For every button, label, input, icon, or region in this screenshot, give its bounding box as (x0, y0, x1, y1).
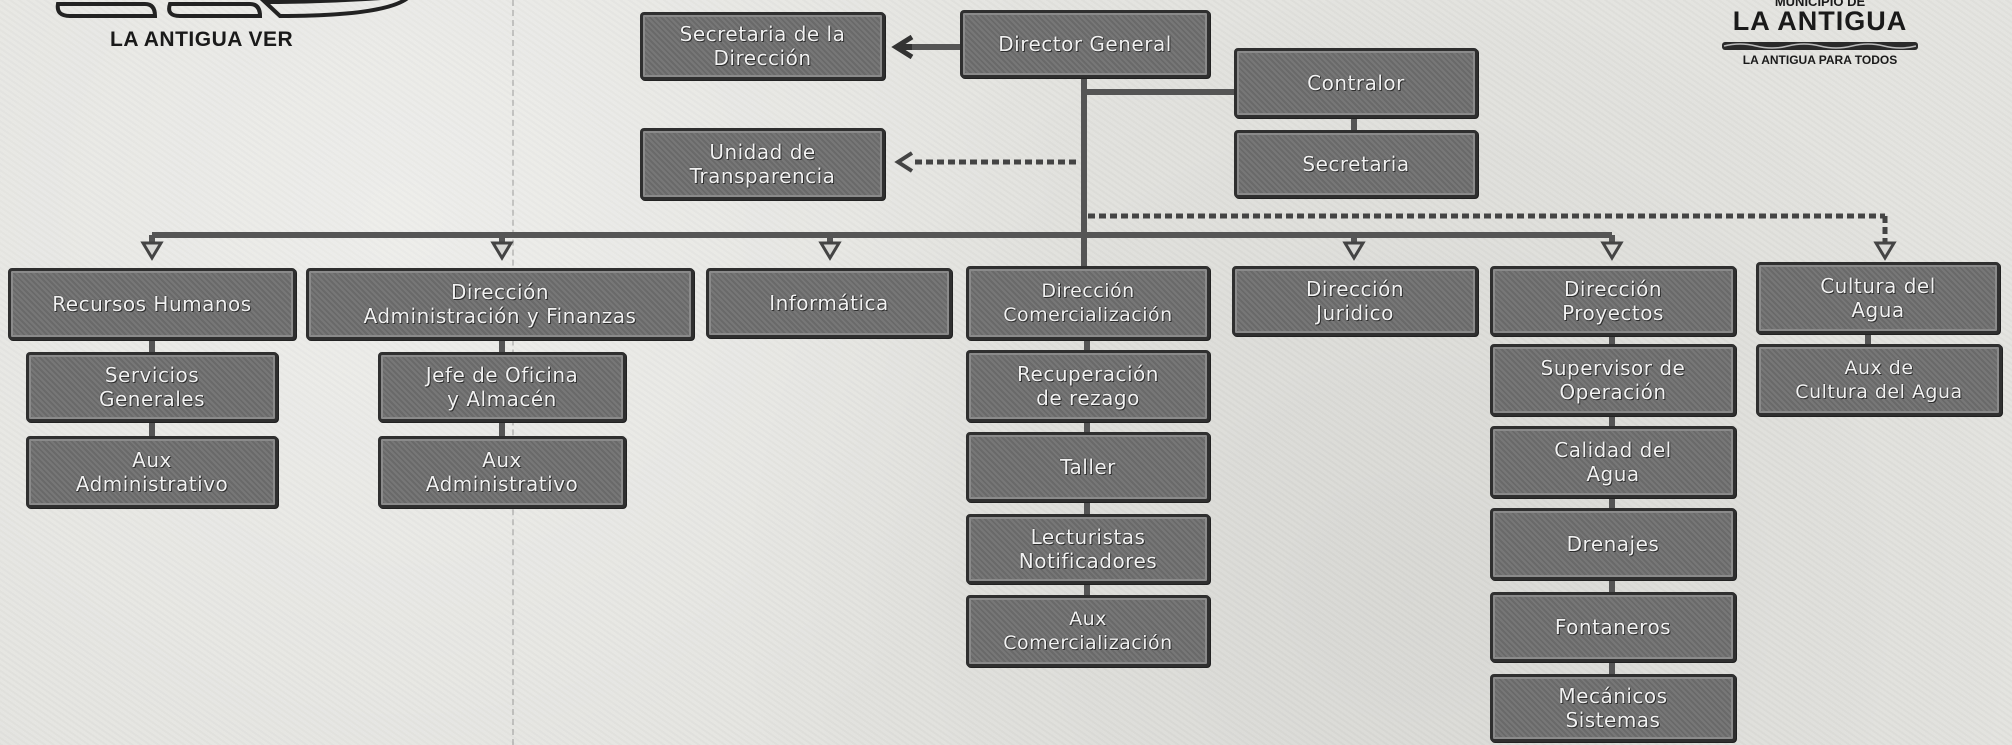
logo-left: LA ANTIGUA VER (40, 0, 420, 60)
box-direccion-proyectos: Dirección Proyectos (1490, 266, 1736, 336)
box-recuperacion-rezago: Recuperación de rezago (966, 350, 1210, 422)
box-jefe-oficina: Jefe de Oficina y Almacén (378, 352, 626, 422)
box-contralor: Contralor (1234, 48, 1478, 118)
box-aux-comercializacion: Aux Comercialización (966, 595, 1210, 667)
box-direccion-comercializacion: Dirección Comercialización (966, 266, 1210, 340)
logo-right-wave-icon (1722, 42, 1918, 50)
box-informatica: Informática (706, 268, 952, 338)
box-drenajes: Drenajes (1490, 508, 1736, 580)
box-lecturistas-notificadores: Lecturistas Notificadores (966, 514, 1210, 584)
box-recursos-humanos: Recursos Humanos (8, 268, 296, 340)
logo-left-emblem (55, 0, 409, 19)
logo-right: MUNICIPIO DE LA ANTIGUA LA ANTIGUA PARA … (1700, 0, 1940, 80)
logo-right-municipio: MUNICIPIO DE (1774, 0, 1866, 9)
logo-right-name: LA ANTIGUA (1732, 6, 1908, 36)
box-secretaria-direccion: Secretaria de la Dirección (640, 12, 885, 80)
box-taller: Taller (966, 432, 1210, 502)
box-supervisor-operacion: Supervisor de Operación (1490, 344, 1736, 416)
box-calidad-agua: Calidad del Agua (1490, 426, 1736, 498)
box-unidad-transparencia: Unidad de Transparencia (640, 128, 885, 200)
box-direccion-juridico: Dirección Juridico (1232, 266, 1478, 336)
logo-right-slogan: LA ANTIGUA PARA TODOS (1742, 53, 1898, 67)
box-director-general: Director General (960, 10, 1210, 78)
box-aux-administrativo-2: Aux Administrativo (378, 436, 626, 508)
box-direccion-admin-finanzas: Dirección Administración y Finanzas (306, 268, 694, 340)
box-servicios-generales: Servicios Generales (26, 352, 278, 422)
logo-left-text: LA ANTIGUA VER (110, 28, 294, 51)
box-cultura-agua: Cultura del Agua (1756, 262, 2000, 334)
box-aux-administrativo-1: Aux Administrativo (26, 436, 278, 508)
box-aux-cultura-agua: Aux de Cultura del Agua (1756, 344, 2002, 416)
box-mecanicos-sistemas: Mecánicos Sistemas (1490, 674, 1736, 742)
box-secretaria: Secretaria (1234, 130, 1478, 198)
box-fontaneros: Fontaneros (1490, 592, 1736, 662)
